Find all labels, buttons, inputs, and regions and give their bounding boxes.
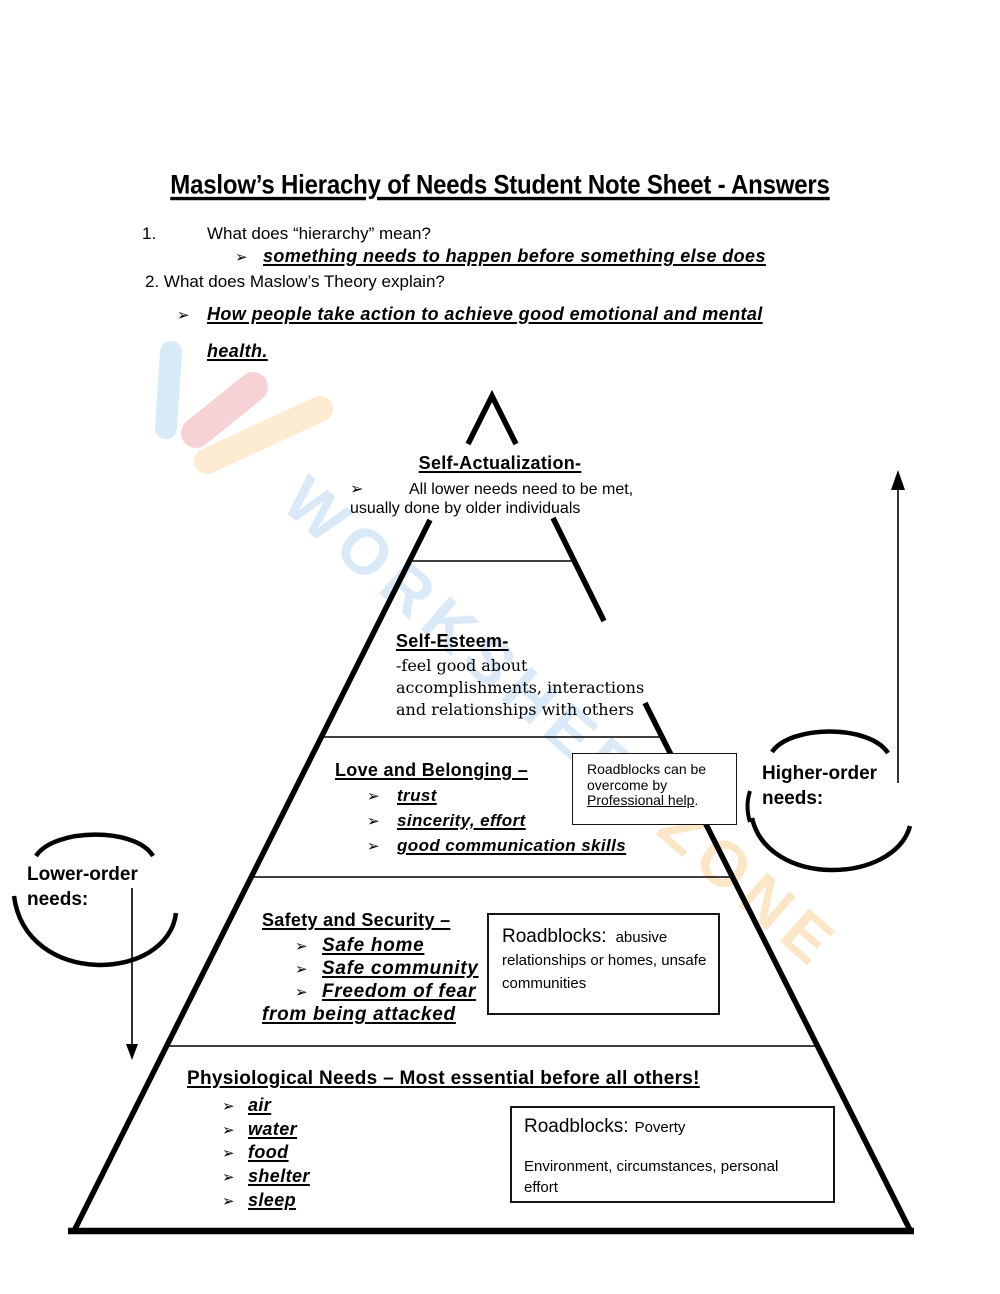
- question-1-text: What does “hierarchy” mean?: [207, 224, 431, 243]
- answer-2-line2-row: health.: [207, 341, 268, 362]
- self-esteem-line3: and relationships with others: [396, 700, 634, 719]
- higher-order-circle-bottom-arc: [749, 817, 913, 873]
- page-title: Maslow’s Hierachy of Needs Student Note …: [0, 170, 1000, 201]
- safety-box-label: Roadblocks:: [502, 926, 607, 947]
- logo-stroke-pink: [181, 372, 268, 448]
- love-item-3-bullet-icon: ➢: [367, 838, 380, 855]
- phys-item-3-bullet-icon: ➢: [222, 1145, 235, 1162]
- logo-stroke-orange: [194, 396, 333, 474]
- roadblocks-physiological-box: Roadblocks: Poverty Environment, circumst…: [510, 1106, 835, 1203]
- love-item-3: good communication skills: [397, 836, 627, 855]
- help-box-professional-help: Professional help: [587, 792, 695, 808]
- love-item-1-bullet-icon: ➢: [367, 788, 380, 805]
- phys-item-row: ➢ food: [222, 1142, 289, 1163]
- safety-item-2-bullet-icon: ➢: [295, 961, 308, 978]
- love-item-2-bullet-icon: ➢: [367, 813, 380, 830]
- self-actualization-bullet-icon: ➢: [350, 481, 364, 498]
- roadblocks-help-box: Roadblocks can be overcome by Profession…: [572, 753, 737, 825]
- lower-order-label: Lower-order needs:: [27, 864, 138, 910]
- love-item-1: trust: [397, 786, 437, 805]
- help-box-line3: Professional help.: [587, 792, 736, 809]
- question-2-text: 2. What does Maslow’s Theory explain?: [145, 272, 445, 291]
- love-item-row: ➢ good communication skills: [367, 836, 626, 856]
- phys-item-2-bullet-icon: ➢: [222, 1122, 235, 1139]
- safety-item-2: Safe community: [322, 958, 479, 979]
- safety-box-body: abusive relationships or homes, unsafe c…: [502, 929, 707, 992]
- phys-item-1-bullet-icon: ➢: [222, 1098, 235, 1115]
- phys-item-4-bullet-icon: ➢: [222, 1169, 235, 1186]
- love-item-row: ➢ trust: [367, 786, 437, 806]
- self-actualization-bullet-row: ➢ All lower needs need to be met,: [350, 479, 633, 499]
- phys-item-5-bullet-icon: ➢: [222, 1193, 235, 1210]
- safety-item-1-bullet-icon: ➢: [295, 938, 308, 955]
- answer-1-text: something needs to happen before somethi…: [263, 246, 766, 266]
- higher-order-label: Higher-order needs:: [762, 763, 878, 809]
- phys-item-1: air: [248, 1095, 272, 1115]
- phys-item-row: ➢ air: [222, 1095, 271, 1116]
- phys-item-4: shelter: [248, 1166, 310, 1186]
- answer-2-line2: health.: [207, 341, 268, 361]
- answer-1-bullet-icon: ➢: [235, 249, 248, 266]
- lower-order-circle-top-arc: [34, 832, 155, 858]
- self-actualization-heading: Self-Actualization-: [418, 453, 582, 473]
- phys-item-2: water: [248, 1119, 298, 1139]
- phys-item-row: ➢ sleep: [222, 1190, 296, 1211]
- phys-box-body1: Poverty: [634, 1119, 686, 1136]
- pyramid-right-edge-upper: [550, 516, 607, 623]
- help-box-line2: overcome by: [587, 776, 668, 793]
- help-box-period: .: [694, 792, 699, 808]
- safety-item-3-bullet-icon: ➢: [295, 984, 308, 1001]
- love-item-2: sincerity, effort: [397, 811, 526, 830]
- physiological-heading: Physiological Needs – Most essential bef…: [187, 1068, 700, 1089]
- safety-item-row: ➢ Freedom of fear: [295, 981, 476, 1003]
- help-box-line1: Roadblocks can be: [587, 761, 707, 777]
- higher-order-circle-left-tick: [745, 790, 752, 823]
- question-1-number: 1.: [142, 224, 157, 243]
- self-esteem-heading: Self-Esteem-: [396, 631, 509, 651]
- answer-1-row: ➢ something needs to happen before someth…: [235, 246, 766, 267]
- self-actualization-line1: All lower needs need to be met,: [409, 481, 634, 498]
- love-belonging-heading: Love and Belonging –: [335, 760, 529, 780]
- self-esteem-line2: accomplishments, interactions: [396, 678, 645, 697]
- love-item-row: ➢ sincerity, effort: [367, 811, 526, 831]
- safety-item-1: Safe home: [322, 935, 425, 956]
- roadblocks-safety-box: Roadblocks:abusive relationships or home…: [487, 913, 720, 1015]
- phys-box-line1: Roadblocks: Poverty: [524, 1116, 833, 1138]
- safety-item-3: Freedom of fear: [322, 981, 477, 1002]
- logo-stroke-blue: [155, 341, 182, 439]
- phys-item-row: ➢ shelter: [222, 1166, 310, 1187]
- self-esteem-line1: -feel good about: [396, 656, 528, 675]
- self-actualization-line2: usually done by older individuals: [350, 500, 581, 517]
- higher-order-circle-top-arc: [770, 729, 890, 755]
- safety-continuation: from being attacked: [262, 1004, 456, 1025]
- phys-item-3: food: [248, 1142, 289, 1162]
- answer-2-row: ➢ How people take action to achieve good …: [177, 304, 763, 325]
- safety-item-row: ➢ Safe home: [295, 935, 424, 957]
- answer-2-line1: How people take action to achieve good e…: [207, 304, 763, 324]
- phys-box-label: Roadblocks:: [524, 1116, 629, 1137]
- safety-box-text: Roadblocks:abusive relationships or home…: [502, 925, 708, 995]
- lower-order-circle-bottom-arc: [11, 895, 179, 968]
- phys-item-row: ➢ water: [222, 1119, 297, 1140]
- safety-security-heading: Safety and Security –: [262, 910, 451, 930]
- up-arrow-head: [891, 470, 905, 490]
- safety-item-row: ➢ Safe community: [295, 958, 479, 980]
- answer-2-bullet-icon: ➢: [177, 307, 190, 324]
- down-arrow-head: [126, 1044, 138, 1060]
- phys-item-5: sleep: [248, 1190, 297, 1210]
- page-title-text: Maslow’s Hierachy of Needs Student Note …: [170, 170, 830, 201]
- safety-continuation-row: from being attacked: [262, 1004, 456, 1026]
- pyramid-apex: [465, 389, 519, 446]
- phys-box-body2: Environment, circumstances, personal eff…: [524, 1158, 779, 1196]
